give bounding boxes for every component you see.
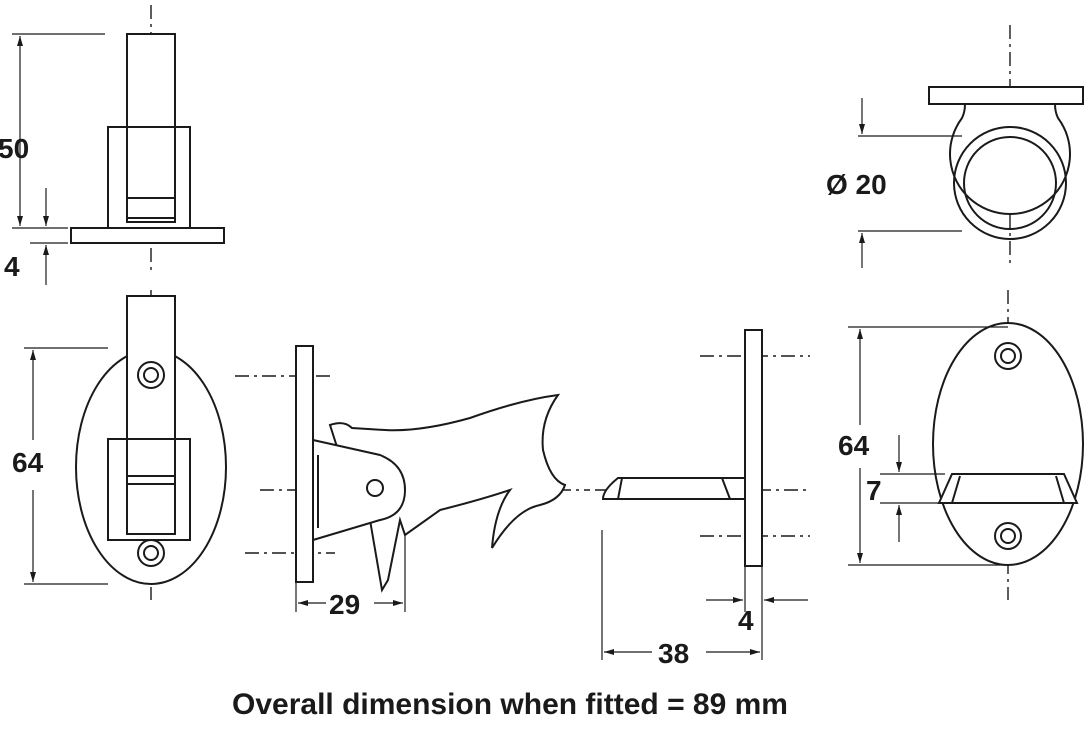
hook-side-profile xyxy=(235,345,590,593)
dimension-64-right: 64 xyxy=(838,326,1008,566)
dimension-38-label: 38 xyxy=(658,638,689,669)
dimension-diameter-20-label: Ø 20 xyxy=(826,169,887,200)
dimension-7: 7 xyxy=(866,435,945,542)
side-view-hook-post xyxy=(70,5,225,270)
receiver-side-profile xyxy=(595,329,810,567)
dimension-64-left: 64 xyxy=(12,347,108,585)
dimension-4-thickness: 4 xyxy=(706,566,808,636)
ring-top-view xyxy=(928,25,1084,265)
dimension-29-label: 29 xyxy=(329,589,360,620)
dimension-4-thickness-label: 4 xyxy=(738,605,754,636)
dimension-64-right-label: 64 xyxy=(838,430,870,461)
caption: Overall dimension when fitted = 89 mm xyxy=(232,688,788,721)
dimension-50-label: 50 xyxy=(0,133,29,164)
dimension-29: 29 xyxy=(295,535,406,620)
dimension-50: 50 xyxy=(0,33,105,229)
receiver-front-plate xyxy=(932,290,1084,600)
front-view-oval-plate xyxy=(75,290,227,600)
dimension-diameter-20: Ø 20 xyxy=(826,98,962,268)
dimension-7-label: 7 xyxy=(866,475,882,506)
dimension-4-base: 4 xyxy=(4,188,68,285)
dimension-4-base-label: 4 xyxy=(4,251,20,282)
dimension-64-left-label: 64 xyxy=(12,447,44,478)
dimension-38: 38 xyxy=(601,530,763,669)
